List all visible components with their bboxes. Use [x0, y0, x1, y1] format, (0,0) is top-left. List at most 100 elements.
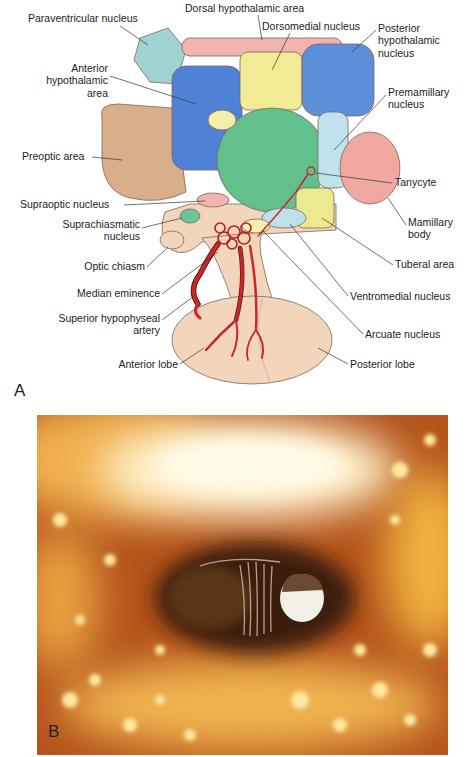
leader-line	[290, 224, 348, 296]
leader-line	[92, 157, 122, 160]
leader-lines	[92, 15, 406, 364]
small-nucleus	[208, 110, 236, 130]
leader-line	[262, 230, 363, 334]
optic-chiasm	[160, 231, 184, 249]
glow	[385, 470, 448, 650]
light-spot	[333, 718, 347, 732]
bright-reflection	[280, 574, 324, 622]
arcuate-nucleus	[242, 219, 270, 233]
capillary-branch	[247, 330, 256, 360]
portal-vein	[236, 248, 242, 320]
light-spot	[62, 692, 78, 708]
part-label: Superior hypophyseal artery	[36, 312, 160, 337]
dark-cavity	[155, 543, 355, 653]
part-label: Paraventricular nucleus	[28, 12, 163, 24]
light-spot	[354, 644, 366, 656]
light-spot	[89, 674, 101, 686]
artery-loop	[195, 304, 200, 318]
part-label: Dorsal hypothalamic area	[185, 2, 335, 14]
panel-letter: B	[48, 722, 78, 742]
light-spot	[75, 615, 85, 625]
glow	[60, 660, 440, 750]
part-label: Ventromedial nucleus	[350, 290, 472, 302]
superior-hypophyseal-artery	[193, 244, 218, 304]
capillary-loop	[227, 239, 237, 249]
part-label: Premamillary nucleus	[388, 86, 470, 111]
light-spots	[53, 434, 437, 741]
leader-line	[180, 348, 204, 364]
reflection-shadow	[282, 574, 323, 592]
part-label: Optic chiasm	[60, 260, 145, 272]
posterior-hypothalamic-nucleus	[302, 44, 374, 116]
suprachiasmatic-nucleus	[180, 209, 200, 223]
portal-vein-outline	[236, 248, 242, 320]
glow	[155, 437, 345, 493]
part-label: Anterior hypothalamic area	[30, 62, 108, 99]
stalk-fiber	[200, 559, 280, 566]
leader-line	[142, 218, 182, 228]
leader-line	[147, 247, 168, 267]
part-label: Tanycyte	[395, 176, 470, 188]
light-spot	[123, 718, 137, 732]
light-spot	[291, 691, 309, 709]
capillary-branch	[232, 320, 237, 356]
leader-line	[316, 173, 392, 183]
pituitary-gland	[172, 296, 332, 384]
portal-vein	[250, 246, 256, 330]
leader-line	[352, 30, 376, 52]
light-spot	[155, 645, 165, 655]
capillary-loop	[241, 223, 251, 233]
blood-vessels	[193, 167, 315, 360]
stalk-fiber	[248, 562, 251, 636]
glow	[100, 420, 400, 520]
capillary-branch	[206, 320, 236, 350]
part-label: Posterior lobe	[350, 358, 450, 370]
endoscopic-photo	[37, 415, 448, 755]
leader-line	[272, 33, 290, 70]
part-label: Anterior lobe	[80, 358, 178, 370]
part-label: Supraoptic nucleus	[20, 198, 132, 210]
dark-structure	[168, 566, 252, 630]
light-spot	[155, 695, 165, 705]
light-spot	[372, 682, 388, 698]
pituitary-stalk-photo	[200, 559, 280, 636]
part-label: Preoptic area	[22, 150, 102, 162]
leader-line	[258, 15, 262, 40]
leader-line	[322, 218, 393, 265]
part-label: Dorsomedial nucleus	[262, 20, 374, 32]
capillary-branch	[256, 330, 263, 358]
part-label: Posterior hypothalamic nucleus	[378, 22, 473, 59]
light-spot	[424, 434, 436, 446]
light-spot	[423, 643, 437, 657]
part-label: Arcuate nucleus	[365, 328, 470, 340]
capillary-loop	[238, 232, 250, 244]
artery-outline	[193, 244, 218, 304]
panel-letter: A	[14, 381, 44, 401]
portal-plexus	[215, 223, 251, 249]
part-label: Mamillary body	[408, 216, 470, 241]
lobe-divider	[258, 298, 270, 383]
leader-line	[388, 198, 406, 225]
leader-line	[124, 201, 205, 205]
light-spot	[184, 729, 196, 741]
mamillary-body	[340, 132, 400, 204]
supraoptic-nucleus	[197, 193, 229, 207]
light-spot	[404, 714, 416, 726]
stalk-fiber	[271, 566, 272, 632]
leader-line	[120, 26, 148, 45]
leader-line	[318, 348, 348, 364]
leader-line	[162, 296, 194, 320]
glow	[37, 530, 100, 670]
light-spot	[104, 554, 116, 566]
leader-line	[334, 95, 386, 150]
pituitary-stalk	[202, 232, 274, 304]
tanycyte-process	[258, 174, 308, 236]
leader-line	[162, 252, 218, 294]
tanycyte-body	[307, 167, 315, 175]
capillary-loop	[215, 223, 225, 233]
light-spot	[390, 515, 400, 525]
light-spot	[392, 462, 408, 478]
